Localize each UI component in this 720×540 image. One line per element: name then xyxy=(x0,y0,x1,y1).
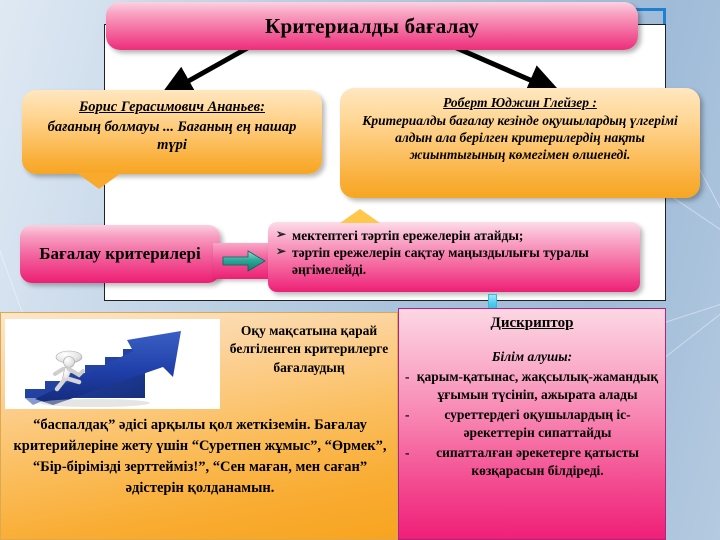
stairs-growth-arrow-image xyxy=(5,319,220,409)
bullet-icon: ➢ xyxy=(276,227,287,241)
bottom-left-panel: Оқу мақсатына қарай белгіленген критерил… xyxy=(0,312,398,540)
quote-box-ananyev: Борис Герасимович Ананьев: бағаның болма… xyxy=(22,90,322,189)
quote-box-glaser: Роберт Юджин Глейзер : Критериалды бағал… xyxy=(340,88,700,198)
descriptor-panel: Дискриптор Білім алушы: - қарым-қатынас,… xyxy=(398,308,666,540)
quote-text-glaser: Критериалды бағалау кезінде оқушылардың … xyxy=(362,113,678,162)
descriptor-subtitle: Білім алушы: xyxy=(491,349,573,364)
list-item: - суреттердегі оқушылардың іс-әрекеттері… xyxy=(405,406,659,441)
descriptor-item-3: сипатталған әрекетерге қатысты көзқарасы… xyxy=(436,445,639,478)
quote-text-ananyev: бағаның болмауы ... Бағаның ең нашар түр… xyxy=(47,118,297,154)
dash-icon: - xyxy=(405,445,410,461)
quote-author-ananyev: Борис Герасимович Ананьев: xyxy=(79,99,265,115)
criteria-bullets-box: ➢ мектептегі тәртіп ережелерін атайды; ➢… xyxy=(268,209,640,292)
dash-icon: - xyxy=(405,369,410,384)
dash-icon: - xyxy=(405,407,410,423)
descriptor-item-1: қарым-қатынас, жақсылық-жамандық ұғымын … xyxy=(416,369,659,402)
criteria-label-text: Бағалау критерилері xyxy=(39,243,201,263)
slide-title: Критериалды бағалау xyxy=(106,2,638,50)
quote-author-glaser: Роберт Юджин Глейзер : xyxy=(443,95,597,110)
criteria-label-box: Бағалау критерилері xyxy=(20,225,220,283)
list-item: - қарым-қатынас, жақсылық-жамандық ұғымы… xyxy=(405,368,659,403)
descriptor-item-2: суреттердегі оқушылардың іс-әрекеттерін … xyxy=(444,407,631,440)
bottom-left-text-bottom: “баспалдақ” әдісі арқылы қол жеткіземін.… xyxy=(13,417,387,497)
right-arrow-icon xyxy=(222,250,266,272)
bullet-icon: ➢ xyxy=(276,244,287,258)
list-item: - сипатталған әрекетерге қатысты көзқара… xyxy=(405,444,659,479)
list-item: ➢ тәртіп ережелерін сақтау маңыздылығы т… xyxy=(276,244,632,278)
slide-title-text: Критериалды бағалау xyxy=(265,13,479,38)
criteria-bullet-text-1: мектептегі тәртіп ережелерін атайды; xyxy=(292,228,524,243)
descriptor-title: Дискриптор xyxy=(490,315,574,331)
list-item: ➢ мектептегі тәртіп ережелерін атайды; xyxy=(276,227,632,244)
criteria-bullet-text-2: тәртіп ережелерін сақтау маңыздылығы тур… xyxy=(292,245,589,277)
bottom-left-text-right: Оқу мақсатына қарай белгіленген критерил… xyxy=(229,323,389,375)
criteria-arrow-block xyxy=(213,243,275,279)
